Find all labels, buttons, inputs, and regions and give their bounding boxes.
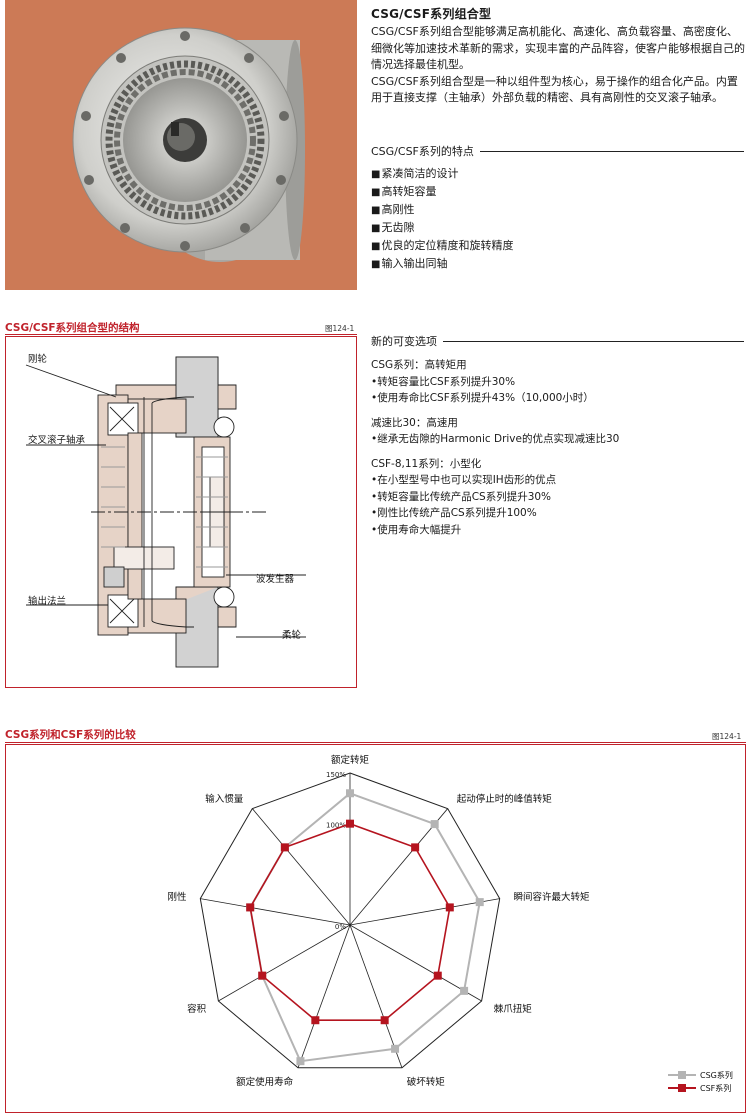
radar-scale-label: 100% (326, 822, 346, 830)
legend-label: CSG系列 (700, 1070, 733, 1080)
variations-heading-text: 新的可变选项 (371, 335, 437, 348)
product-photo (5, 0, 357, 290)
radar-point (460, 986, 469, 995)
intro-paragraph-1: CSG/CSF系列组合型能够满足高机能化、高速化、高负载容量、高密度化、细微化等… (371, 25, 745, 71)
radar-axis-label: 额定使用寿命 (236, 1076, 294, 1088)
comparison-figure: 0% 100% 150% 额定转矩起动停止时的峰值转矩瞬间容许最大转矩棘爪扭矩破坏转… (5, 744, 746, 1113)
radar-point (475, 898, 484, 907)
feature-item: 紧凑简洁的设计 (371, 165, 744, 183)
feature-item: 高刚性 (371, 201, 744, 219)
radar-series-line (249, 792, 481, 1063)
radar-point (445, 903, 454, 912)
radar-spoke (218, 924, 351, 1002)
comparison-figure-number: 图124-1 (712, 732, 742, 741)
label-wave-generator: 波发生器 (256, 574, 295, 585)
radar-legend: CSG系列 CSF系列 (668, 1070, 733, 1093)
comparison-rule (5, 742, 746, 743)
radar-axis-label: 输入惯量 (205, 793, 244, 805)
feature-item: 无齿隙 (371, 219, 744, 237)
radar-axis-label: 起动停止时的峰值转矩 (457, 793, 553, 805)
label-output-flange: 输出法兰 (28, 596, 67, 607)
radar-axis-label: 额定转矩 (331, 754, 370, 766)
variation-line: •在小型型号中也可以实现IH齿形的优点 (371, 474, 557, 486)
structure-heading: CSG/CSF系列组合型的结构 (5, 322, 140, 334)
variation-line: •刚性比传统产品CS系列提升100% (371, 507, 537, 519)
variation-group-title: 减速比30：高速用 (371, 416, 458, 429)
radar-axis-label: 瞬间容许最大转矩 (514, 891, 591, 903)
variation-group-title: CSG系列：高转矩用 (371, 359, 467, 371)
label-cross-roller-bearing: 交叉滚子轴承 (28, 435, 86, 446)
variation-line: •继承无齿隙的Harmonic Drive的优点实现减速比30 (371, 433, 620, 445)
feature-item: 高转矩容量 (371, 183, 744, 201)
legend-marker (678, 1071, 686, 1079)
radar-point (296, 1057, 305, 1066)
legend-marker (678, 1084, 686, 1092)
structure-rule (5, 334, 357, 335)
structure-drawing (25, 356, 306, 668)
radar-point (258, 971, 267, 980)
radar-spoke (251, 808, 351, 926)
label-circular-spline: 刚轮 (28, 354, 48, 365)
radar-point (391, 1044, 400, 1053)
radar-axis-label: 棘爪扭矩 (494, 1003, 533, 1015)
intro-title: CSG/CSF系列组合型 (371, 7, 492, 21)
radar-spoke (349, 924, 482, 1002)
radar-outer-ring (199, 772, 501, 1069)
radar-axis-label: 容积 (187, 1003, 207, 1015)
radar-point (411, 843, 420, 852)
radar-spoke (349, 924, 403, 1068)
label-flexspline: 柔轮 (282, 630, 302, 641)
variation-group-title: CSF-8,11系列：小型化 (371, 457, 482, 470)
radar-point (380, 1016, 389, 1025)
radar-point (246, 903, 255, 912)
radar-point (346, 789, 354, 798)
radar-point (280, 843, 289, 852)
radar-scale-label: 150% (326, 771, 346, 779)
radar-series-line (249, 822, 451, 1022)
variation-line: •转矩容量比CSF系列提升30% (371, 375, 516, 388)
radar-axis-label: 破坏转矩 (407, 1076, 446, 1088)
intro-paragraph-2: CSG/CSF系列组合型是一种以组件型为核心，易于操作的组合化产品。内置用于直接… (371, 74, 738, 105)
radar-spoke (200, 898, 351, 926)
legend-label: CSF系列 (700, 1083, 731, 1093)
features-list: 紧凑简洁的设计 高转矩容量 高刚性 无齿隙 优良的定位精度和旋转精度 输入输出同… (371, 165, 744, 273)
radar-point (311, 1016, 320, 1025)
variation-line: •使用寿命比CSF系列提升43%（10,000小时） (371, 392, 594, 404)
radar-axis-label: 刚性 (167, 891, 187, 903)
feature-item: 输入输出同轴 (371, 255, 744, 273)
radar-spoke (297, 924, 351, 1068)
radar-spoke (349, 898, 500, 926)
radar-series (246, 789, 484, 1066)
radar-point (433, 971, 442, 980)
radar-grid: 0% 100% 150% (199, 771, 501, 1069)
feature-item: 优良的定位精度和旋转精度 (371, 237, 744, 255)
structure-figure-number: 图124-1 (325, 324, 355, 333)
structure-figure: 刚轮 交叉滚子轴承 输出法兰 波发生器 柔轮 (5, 336, 357, 688)
variation-line: •转矩容量比传统产品CS系列提升30% (371, 490, 552, 503)
intro-body: CSG/CSF系列组合型能够满足高机能化、高速化、高负载容量、高密度化、细微化等… (371, 24, 745, 107)
variations-heading: 新的可变选项 (371, 333, 744, 349)
variations-list: CSG系列：高转矩用 •转矩容量比CSF系列提升30% •使用寿命比CSF系列提… (371, 357, 746, 538)
radar-scale-label: 0% (335, 923, 346, 931)
radar-point (346, 819, 354, 828)
radar-chart: 0% 100% 150% 额定转矩起动停止时的峰值转矩瞬间容许最大转矩棘爪扭矩破坏转… (167, 754, 733, 1093)
variation-line: •使用寿命大幅提升 (371, 523, 462, 536)
radar-point (430, 820, 439, 829)
comparison-heading: CSG系列和CSF系列的比较 (5, 729, 136, 741)
features-heading-text: CSG/CSF系列的特点 (371, 145, 474, 158)
features-heading: CSG/CSF系列的特点 (371, 143, 744, 159)
